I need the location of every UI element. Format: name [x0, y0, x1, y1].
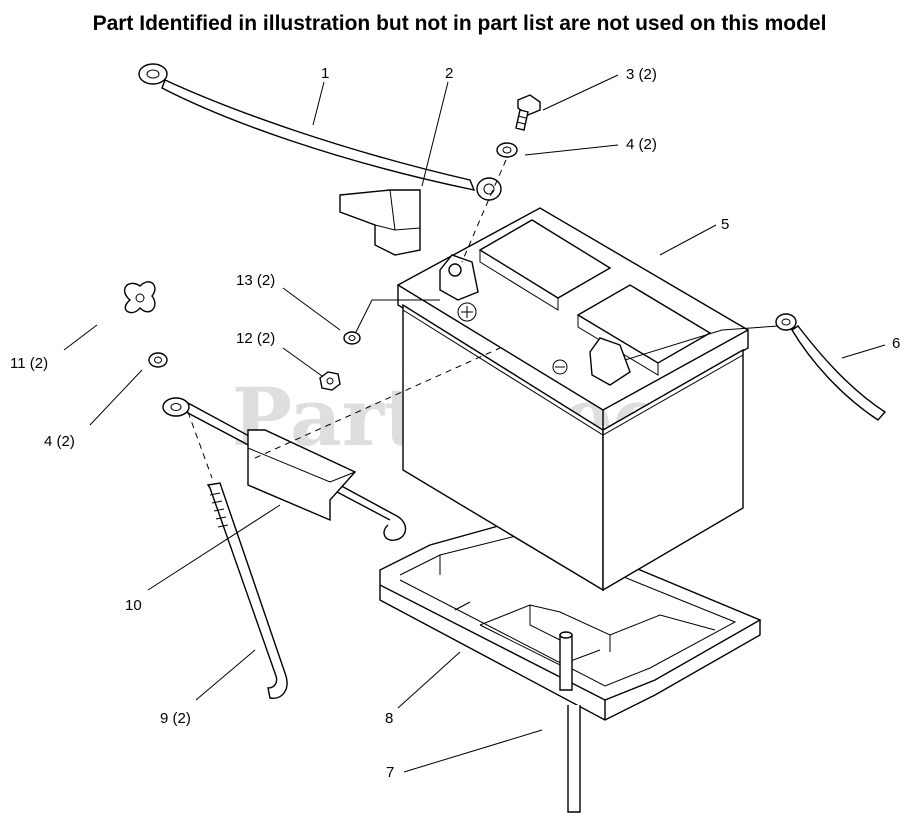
battery-tray [379, 519, 762, 721]
callout-8: 8 [385, 710, 393, 727]
battery-cable-6 [624, 313, 887, 421]
callout-12: 12 (2) [236, 330, 275, 347]
tray-post [559, 631, 581, 813]
hold-down-bracket [162, 397, 407, 541]
washer-top [496, 142, 518, 158]
nut-12 [319, 371, 341, 391]
callout-4-left: 4 (2) [44, 433, 75, 450]
callout-7: 7 [386, 764, 394, 781]
callout-5: 5 [721, 216, 729, 233]
callout-10: 10 [125, 597, 142, 614]
leader-lines [63, 74, 886, 773]
washer-13 [343, 331, 361, 345]
washer-left [148, 352, 168, 368]
callout-11: 11 (2) [10, 355, 48, 372]
battery [396, 207, 750, 592]
callout-9: 9 (2) [160, 710, 191, 727]
callout-13: 13 (2) [236, 272, 275, 289]
callout-2: 2 [445, 65, 453, 82]
terminal-cover [339, 189, 421, 256]
callout-6: 6 [892, 335, 900, 352]
bolt-top [515, 94, 541, 131]
callout-1: 1 [321, 65, 329, 82]
wing-nut [124, 281, 156, 314]
j-bolt [206, 482, 288, 699]
callout-3: 3 (2) [626, 66, 657, 83]
callout-4-top: 4 (2) [626, 136, 657, 153]
battery-cable-1 [138, 63, 502, 201]
diagram-header: Part Identified in illustration but not … [92, 12, 827, 35]
callout-labels: 1 2 3 (2) 4 (2) 5 6 7 8 9 (2) 10 11 (2) … [10, 65, 900, 781]
